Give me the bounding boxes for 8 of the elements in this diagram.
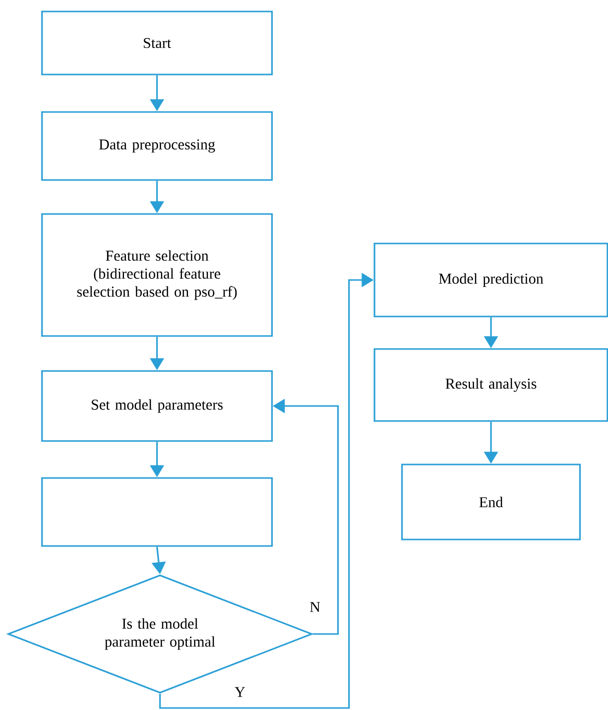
process-box: Feature selection (bidirectional feature selection based on pso_rf) [41, 213, 273, 337]
process-box: Start [41, 10, 273, 76]
process-box: Set model parameters [41, 370, 273, 442]
process-box: Model prediction [374, 242, 608, 318]
process-box: Result analysis [374, 348, 608, 422]
process-box: Data preprocessing [41, 111, 273, 181]
process-box: End [401, 464, 581, 540]
process-box [41, 477, 273, 547]
